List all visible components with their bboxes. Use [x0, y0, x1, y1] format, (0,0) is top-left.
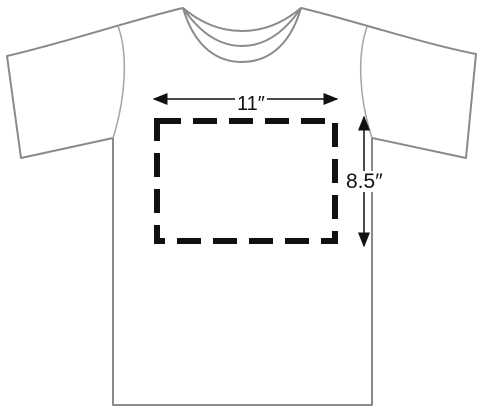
height-dimension-label: 8.5″ [345, 171, 384, 192]
width-dimension-label: 11″ [235, 94, 267, 114]
t-shirt-outline [7, 8, 476, 405]
t-shirt-icon [7, 8, 476, 405]
